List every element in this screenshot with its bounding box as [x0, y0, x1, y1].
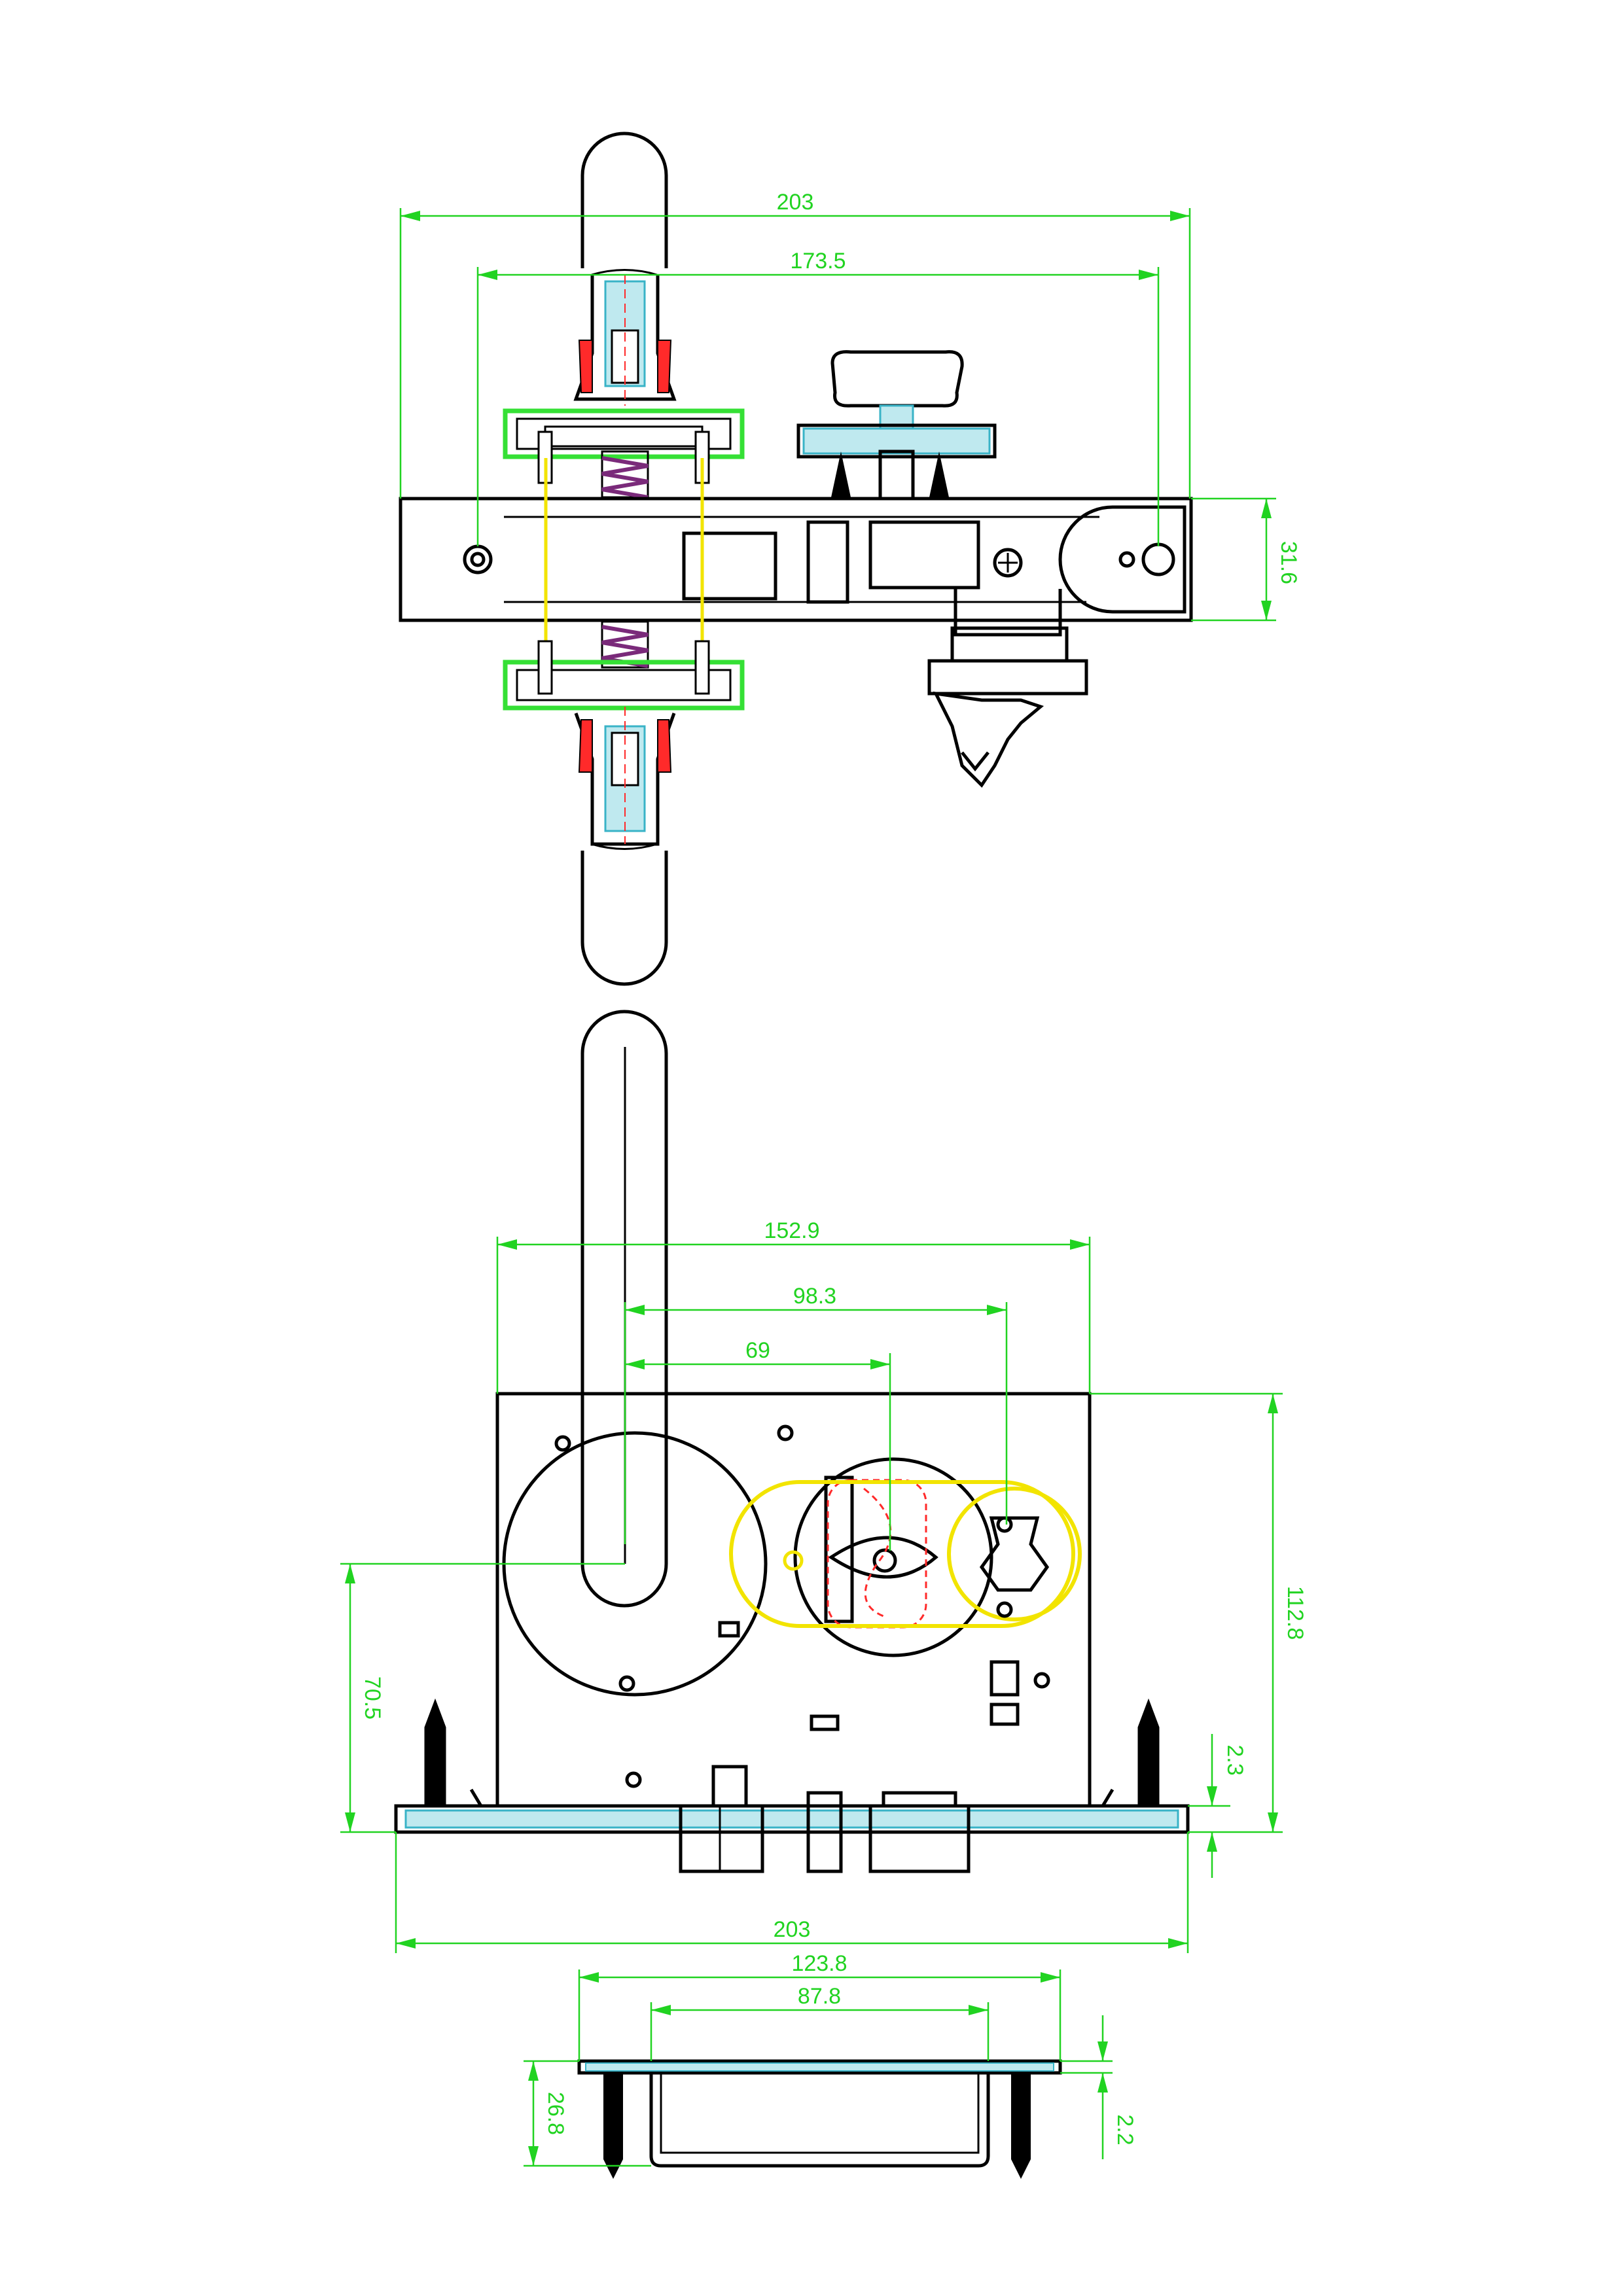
top-section-view: 203 173.5 31.6 — [399, 132, 1301, 986]
top-lock-faceplate — [399, 497, 1193, 622]
strike-left-screw — [603, 2073, 623, 2179]
dimension-front-spindle-to-cylinder: 98.3 — [624, 1284, 1008, 1544]
dim-label-front-spindle-to-turn: 69 — [745, 1338, 770, 1363]
dim-label-strike-plate-thickness: 2.2 — [1113, 2114, 1137, 2145]
cylinder-and-turn-area — [729, 1457, 1082, 1657]
deadbolt-block — [868, 520, 980, 590]
dimension-top-screw-centers: 173.5 — [476, 249, 1160, 546]
left-mounting-screw — [424, 1698, 446, 1807]
lock-case-body — [495, 1392, 1092, 1806]
dimension-top-faceplate-height: 31.6 — [1191, 497, 1301, 622]
strike-plate-view: 123.8 87.8 26.8 2.2 — [524, 1951, 1137, 2179]
strike-right-screw — [1011, 2073, 1031, 2179]
dimension-front-spindle-to-turn: 69 — [625, 1338, 891, 1551]
dimension-front-spindle-height: 70.5 — [340, 1563, 625, 1833]
dim-label-front-width: 152.9 — [764, 1218, 819, 1243]
dim-label-strike-outer-width: 123.8 — [791, 1951, 847, 1976]
dimension-strike-plate-thickness: 2.2 — [1060, 2015, 1137, 2159]
front-lever-handle — [580, 1010, 668, 1608]
dim-label-strike-depth: 26.8 — [543, 2092, 568, 2135]
left-screw-hole — [463, 544, 493, 574]
front-view: 152.9 98.3 69 112.8 — [340, 1010, 1308, 1953]
upper-rose-base — [503, 408, 745, 459]
strike-box — [649, 2073, 990, 2168]
dimension-front-height: 112.8 — [1090, 1392, 1308, 1833]
dimension-front-faceplate-width: 203 — [395, 1832, 1189, 1953]
key-cylinder-section — [927, 588, 1088, 788]
dim-label-front-height: 112.8 — [1283, 1586, 1308, 1640]
dim-label-front-faceplate-width: 203 — [774, 1917, 811, 1942]
dim-label-top-faceplate-height: 31.6 — [1276, 541, 1301, 584]
dimension-strike-depth: 26.8 — [524, 2060, 651, 2167]
dimension-front-width: 152.9 — [496, 1218, 1091, 1394]
dim-label-front-spindle-height: 70.5 — [360, 1676, 385, 1720]
upper-lever-handle — [580, 132, 668, 268]
right-screw-boss — [1058, 505, 1186, 614]
dimension-strike-inner-width: 87.8 — [650, 1984, 990, 2061]
latch-bolt-block — [682, 531, 777, 601]
front-faceplate — [394, 1788, 1190, 1834]
latch-bolts — [679, 1765, 971, 1873]
thumb-turn-knob — [796, 350, 997, 501]
cylinder-highlight — [947, 1487, 1082, 1621]
dim-label-top-overall: 203 — [777, 190, 814, 215]
dimension-top-overall: 203 — [399, 190, 1191, 499]
dimension-front-faceplate-offset: 2.3 — [1188, 1734, 1247, 1878]
lower-return-spring — [601, 620, 649, 669]
spindle-axis-guides — [544, 458, 704, 661]
dim-label-front-spindle-to-cylinder: 98.3 — [793, 1284, 836, 1309]
turn-highlight — [729, 1480, 1075, 1628]
dimension-strike-outer-width: 123.8 — [578, 1951, 1061, 2061]
dim-label-top-screw-centers: 173.5 — [790, 249, 846, 274]
right-mounting-screw — [1137, 1698, 1160, 1807]
lower-rose-base — [503, 660, 745, 711]
lower-lever-handle — [580, 851, 668, 986]
dim-label-strike-inner-width: 87.8 — [798, 1984, 841, 2009]
dim-label-front-faceplate-offset: 2.3 — [1222, 1744, 1247, 1775]
